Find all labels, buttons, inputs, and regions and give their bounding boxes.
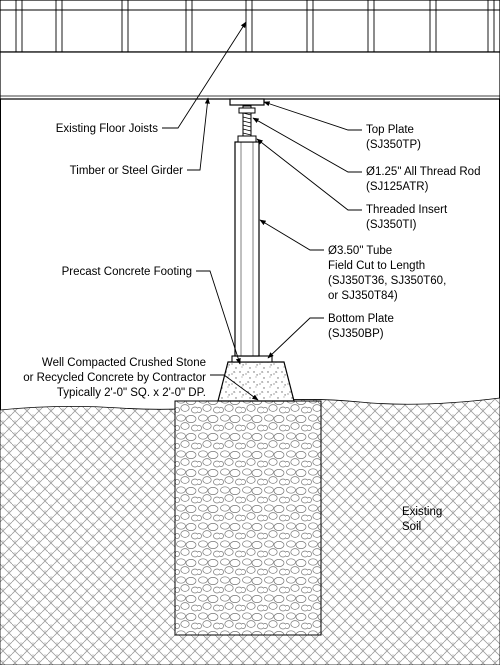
label-bottom-plate-2: (SJ350BP)	[328, 328, 384, 340]
label-tube-4: or SJ350T84)	[328, 290, 398, 302]
steel-tube	[234, 141, 260, 357]
label-threaded-insert-2: (SJ350TI)	[366, 219, 417, 231]
label-girder: Timber or Steel Girder	[70, 165, 183, 177]
label-top-plate-1: Top Plate	[366, 124, 414, 136]
precast-footing	[217, 361, 295, 402]
all-thread-rod	[238, 105, 256, 137]
leader-thread-rod	[252, 117, 362, 173]
leader-floor-joists	[162, 21, 247, 129]
label-crushed-stone-3: Typically 2'-0" SQ. x 2'-0" DP.	[57, 387, 206, 399]
leader-tube	[259, 219, 324, 251]
leader-top-plate	[263, 101, 362, 131]
leader-bottom-plate	[267, 317, 324, 359]
leader-footing	[196, 270, 241, 365]
label-floor-joists: Existing Floor Joists	[56, 123, 159, 135]
label-tube-3: (SJ350T36, SJ350T60,	[328, 275, 446, 287]
label-crushed-stone-2: or Recycled Concrete by Contractor	[23, 372, 206, 384]
label-threaded-insert-1: Threaded Insert	[366, 204, 448, 216]
crushed-stone-base	[174, 400, 322, 636]
label-bottom-plate-1: Bottom Plate	[328, 313, 394, 325]
label-top-plate-2: (SJ350TP)	[366, 139, 421, 151]
label-soil-1: Existing	[402, 506, 442, 518]
label-tube-2: Field Cut to Length	[328, 260, 425, 272]
floor-joists	[0, 0, 500, 53]
label-thread-rod-2: (SJ125ATR)	[366, 181, 429, 193]
leader-girder	[187, 97, 210, 171]
girder	[0, 51, 500, 100]
threaded-insert	[237, 135, 257, 143]
label-soil-2: Soil	[402, 521, 421, 533]
leader-crushed-stone	[210, 374, 259, 401]
label-tube-1: Ø3.50" Tube	[328, 245, 392, 257]
leader-threaded-insert	[256, 138, 362, 211]
label-crushed-stone-1: Well Compacted Crushed Stone	[42, 357, 206, 369]
label-footing: Precast Concrete Footing	[62, 266, 192, 278]
label-thread-rod-1: Ø1.25" All Thread Rod	[366, 166, 480, 178]
top-plate	[229, 98, 265, 106]
